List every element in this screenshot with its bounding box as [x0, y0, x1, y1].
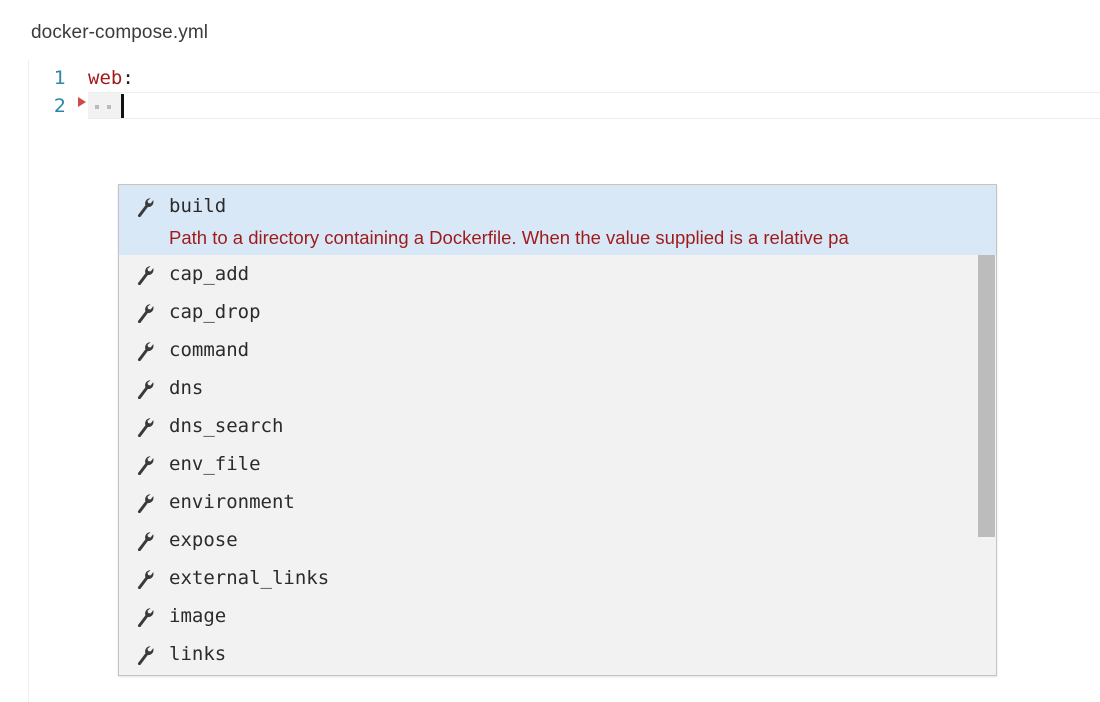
autocomplete-item-label: dns_search	[169, 415, 284, 437]
line-number-1: 1	[53, 67, 66, 89]
wrench-icon	[137, 608, 154, 627]
autocomplete-item-label: env_file	[169, 453, 261, 475]
code-line-1-text: web:	[88, 64, 134, 92]
autocomplete-scrollbar-thumb[interactable]	[978, 187, 995, 537]
autocomplete-item[interactable]: cap_add	[119, 255, 996, 293]
current-line-highlight	[88, 92, 1100, 119]
autocomplete-item-label: external_links	[169, 567, 330, 589]
code-line-1[interactable]: 1 web:	[0, 64, 1100, 92]
wrench-icon	[137, 342, 154, 361]
autocomplete-item-label: command	[169, 339, 250, 361]
fold-arrow-icon[interactable]	[78, 97, 86, 107]
wrench-icon	[137, 494, 154, 513]
page-title: docker-compose.yml	[31, 22, 209, 43]
wrench-icon	[137, 198, 154, 217]
yaml-key-token: web	[88, 67, 123, 89]
autocomplete-item-row: dns	[133, 371, 203, 405]
autocomplete-item-label: cap_drop	[169, 301, 261, 323]
text-caret	[121, 94, 124, 118]
autocomplete-item-label: links	[169, 643, 227, 665]
code-line-2[interactable]: 2	[0, 92, 1100, 120]
autocomplete-item-label: build	[169, 195, 227, 217]
autocomplete-item-label: expose	[169, 529, 238, 551]
gutter-divider	[28, 60, 29, 702]
autocomplete-item-row: image	[133, 599, 226, 633]
line-number-2: 2	[53, 95, 66, 117]
wrench-icon	[137, 532, 154, 551]
autocomplete-scrollbar-track[interactable]	[978, 185, 996, 675]
autocomplete-item[interactable]: external_links	[119, 559, 996, 597]
autocomplete-item-row: cap_add	[133, 257, 249, 291]
autocomplete-item[interactable]: command	[119, 331, 996, 369]
autocomplete-item[interactable]: links	[119, 635, 996, 673]
autocomplete-item-row: command	[133, 333, 249, 367]
wrench-icon	[137, 304, 154, 323]
wrench-icon	[137, 266, 154, 285]
autocomplete-item-label: dns	[169, 377, 204, 399]
autocomplete-item[interactable]: env_file	[119, 445, 996, 483]
autocomplete-item-row: expose	[133, 523, 238, 557]
wrench-icon	[137, 418, 154, 437]
autocomplete-item[interactable]: environment	[119, 483, 996, 521]
autocomplete-item-label: environment	[169, 491, 295, 513]
autocomplete-item-row: cap_drop	[133, 295, 261, 329]
autocomplete-item-label: cap_add	[169, 263, 250, 285]
autocomplete-item-description: Path to a directory containing a Dockerf…	[169, 227, 849, 248]
autocomplete-item[interactable]: cap_drop	[119, 293, 996, 331]
yaml-colon-token: :	[122, 67, 134, 89]
whitespace-dot-icon	[107, 105, 111, 109]
wrench-icon	[137, 570, 154, 589]
autocomplete-item[interactable]: expose	[119, 521, 996, 559]
autocomplete-item[interactable]: dns_search	[119, 407, 996, 445]
autocomplete-item-label: image	[169, 605, 227, 627]
indent-guide-block	[88, 93, 121, 118]
wrench-icon	[137, 456, 154, 475]
autocomplete-item-row: external_links	[133, 561, 329, 595]
autocomplete-item-row: links	[133, 637, 226, 671]
autocomplete-item-row: environment	[133, 485, 295, 519]
autocomplete-item-row: env_file	[133, 447, 261, 481]
wrench-icon	[137, 646, 154, 665]
autocomplete-item[interactable]: dns	[119, 369, 996, 407]
whitespace-dot-icon	[95, 105, 99, 109]
autocomplete-item-row: dns_search	[133, 409, 283, 443]
wrench-icon	[137, 380, 154, 399]
autocomplete-item-row: build	[133, 189, 226, 223]
autocomplete-item[interactable]: image	[119, 597, 996, 635]
